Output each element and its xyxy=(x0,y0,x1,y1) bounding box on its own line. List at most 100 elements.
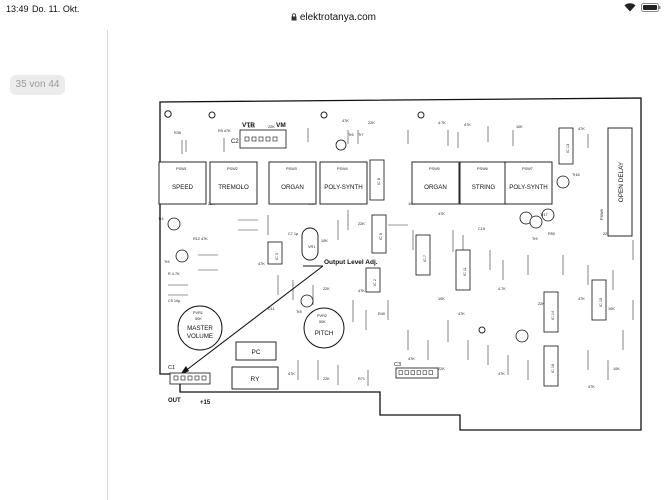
svg-text:47K: 47K xyxy=(498,372,505,376)
mount-hole xyxy=(320,111,328,119)
svg-text:Tr18: Tr18 xyxy=(572,173,580,177)
svg-text:PSW7: PSW7 xyxy=(522,167,533,171)
svg-text:PVR2: PVR2 xyxy=(317,314,327,318)
svg-text:SPEED: SPEED xyxy=(172,184,194,191)
svg-text:22K: 22K xyxy=(438,367,445,371)
svg-text:PSW1: PSW1 xyxy=(176,167,187,171)
svg-text:47K: 47K xyxy=(458,312,465,316)
svg-text:22K: 22K xyxy=(603,232,610,236)
switch-tremolo: PSW2 TREMOLO xyxy=(209,161,258,205)
svg-text:22K: 22K xyxy=(323,287,330,291)
svg-text:TREMOLO: TREMOLO xyxy=(218,184,249,191)
svg-text:RY: RY xyxy=(251,376,261,383)
thumbnail-sidebar: 35 von 44 xyxy=(0,30,108,500)
status-date: Do. 11. Okt. xyxy=(32,4,80,14)
svg-text:R50: R50 xyxy=(548,232,555,236)
svg-text:MASTER: MASTER xyxy=(187,325,213,332)
svg-text:IC 7: IC 7 xyxy=(423,255,427,262)
svg-text:PSW4: PSW4 xyxy=(337,167,348,171)
address-bar[interactable]: elektrotanya.com xyxy=(0,12,667,23)
svg-text:22K: 22K xyxy=(323,377,330,381)
ic-13 xyxy=(558,127,574,165)
switch-string: PSW6 STRING xyxy=(459,161,508,205)
svg-text:ORGAN: ORGAN xyxy=(281,184,304,191)
svg-text:R40: R40 xyxy=(378,312,385,316)
svg-text:IC 2: IC 2 xyxy=(373,279,377,286)
svg-text:Tr17: Tr17 xyxy=(540,213,548,217)
vtr-label: VTR xyxy=(242,122,255,129)
svg-text:C11: C11 xyxy=(268,307,275,311)
switch-organ-right: PSW5 ORGAN xyxy=(411,161,460,205)
svg-text:C9 10µ: C9 10µ xyxy=(168,299,181,303)
svg-text:IC 15: IC 15 xyxy=(599,298,603,307)
vr1-trimmer: VR1 10K xyxy=(301,227,328,261)
svg-text:Tr6: Tr6 xyxy=(348,133,354,137)
switch-open-delay: PSW8 OPEN DELAY xyxy=(600,127,633,237)
svg-text:47K: 47K xyxy=(438,212,445,216)
svg-text:PITCH: PITCH xyxy=(315,330,334,337)
svg-text:R71: R71 xyxy=(358,377,365,381)
svg-text:10K: 10K xyxy=(321,239,328,243)
svg-text:IC 5: IC 5 xyxy=(379,233,383,240)
svg-text:C7 1µ: C7 1µ xyxy=(288,232,299,236)
svg-text:C1: C1 xyxy=(168,365,175,371)
svg-text:+15: +15 xyxy=(200,400,211,406)
svg-text:R9 47K: R9 47K xyxy=(218,129,231,133)
svg-text:Tr4: Tr4 xyxy=(158,217,164,221)
svg-text:VOLUME: VOLUME xyxy=(187,333,213,340)
mount-hole xyxy=(478,326,486,334)
pitch-pot: PVR2 50K PITCH xyxy=(303,307,345,349)
switch-speed: PSW1 SPEED xyxy=(158,161,207,205)
svg-text:OUT: OUT xyxy=(168,398,181,404)
mount-hole xyxy=(164,110,172,118)
master-volume-pot: PVR1 50K MASTER VOLUME xyxy=(177,305,223,351)
svg-text:PSW8: PSW8 xyxy=(600,209,604,220)
svg-text:IC 13: IC 13 xyxy=(566,144,570,153)
ic-14 xyxy=(543,291,559,333)
svg-text:Tr9: Tr9 xyxy=(532,237,538,241)
svg-text:4.7K: 4.7K xyxy=(498,287,506,291)
ic-7 xyxy=(415,234,431,276)
status-icons xyxy=(624,3,661,14)
lock-icon xyxy=(291,12,300,23)
svg-text:Tr8: Tr8 xyxy=(296,310,302,314)
svg-text:IC 6: IC 6 xyxy=(377,178,381,185)
svg-text:47K: 47K xyxy=(248,125,255,129)
c3-connector: C3 xyxy=(394,362,439,379)
svg-text:47K: 47K xyxy=(288,372,295,376)
svg-text:IC 16: IC 16 xyxy=(551,364,555,373)
svg-text:22K: 22K xyxy=(358,222,365,226)
mount-hole xyxy=(417,111,425,119)
svg-text:PVR1: PVR1 xyxy=(193,311,203,315)
transistors xyxy=(167,139,570,343)
svg-text:47K: 47K xyxy=(588,385,595,389)
component-marks xyxy=(168,126,634,386)
svg-text:ORGAN: ORGAN xyxy=(424,184,447,191)
wifi-icon xyxy=(624,3,636,14)
svg-text:C15: C15 xyxy=(478,227,485,231)
page-counter[interactable]: 35 von 44 xyxy=(10,75,65,95)
svg-text:PSW5: PSW5 xyxy=(429,167,440,171)
svg-text:R 4.7K: R 4.7K xyxy=(168,272,180,276)
svg-text:47K: 47K xyxy=(408,357,415,361)
ic-16 xyxy=(543,345,559,387)
switch-organ-left: PSW3 ORGAN xyxy=(268,161,317,205)
output-connector: C1 OUT +15 xyxy=(168,365,211,406)
svg-text:10K: 10K xyxy=(516,125,523,129)
ic-11 xyxy=(455,249,471,291)
svg-text:IC 14: IC 14 xyxy=(551,311,555,320)
svg-text:IC 11: IC 11 xyxy=(463,267,467,276)
svg-text:PSW2: PSW2 xyxy=(227,167,238,171)
ic-2 xyxy=(365,267,381,293)
annotation-arrow xyxy=(179,265,324,376)
svg-text:47K: 47K xyxy=(258,262,265,266)
svg-text:PC: PC xyxy=(251,349,260,356)
svg-text:50K: 50K xyxy=(319,320,326,324)
svg-text:STRING: STRING xyxy=(472,184,496,191)
ic-5 xyxy=(371,214,387,254)
ry-box: RY xyxy=(231,366,279,390)
svg-text:IC 3: IC 3 xyxy=(275,253,279,260)
status-time: 13:49 xyxy=(6,4,29,14)
svg-text:47K: 47K xyxy=(578,127,585,131)
output-level-annotation: Output Level Adj. xyxy=(324,259,378,266)
